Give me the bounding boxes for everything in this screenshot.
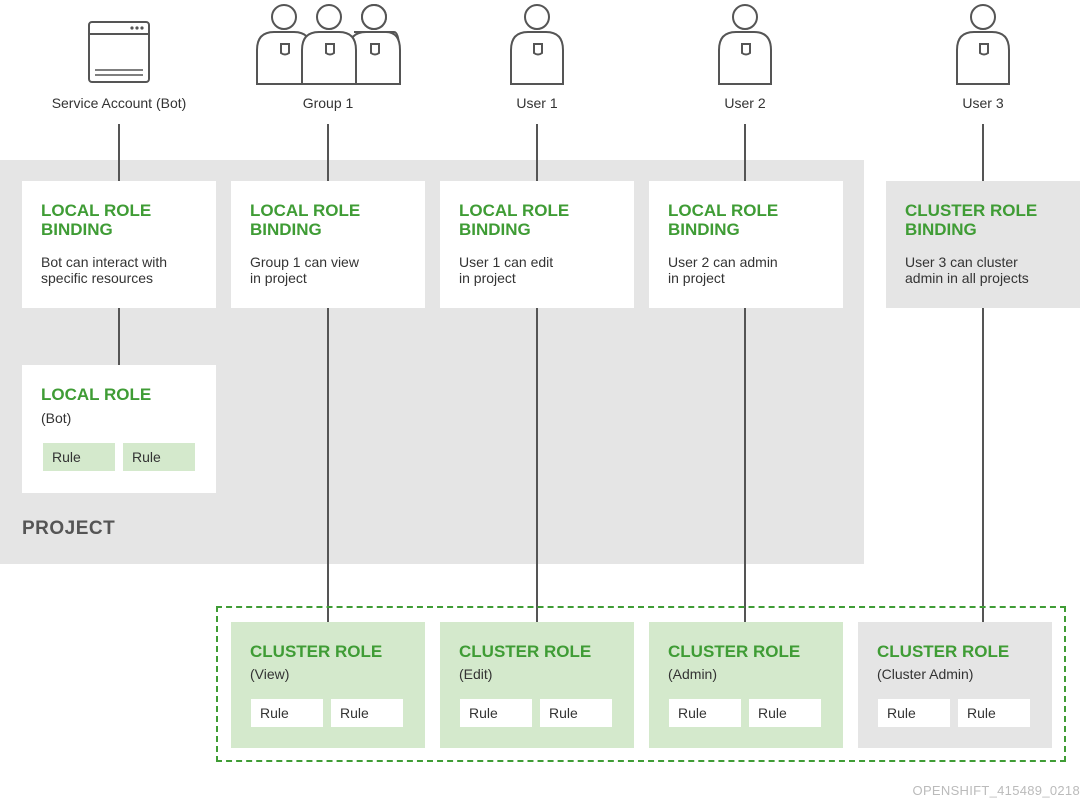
actor-label-user1: User 1 — [516, 95, 558, 111]
figure-id: OPENSHIFT_415489_0218 — [912, 783, 1080, 798]
connector-line — [118, 308, 120, 365]
binding-description: Group 1 can view in project — [250, 254, 359, 286]
rule: Rule — [123, 443, 195, 471]
actor-label-user2: User 2 — [724, 95, 766, 111]
cluster-roles-group — [216, 606, 1066, 762]
local-role-binding-user1: LOCAL ROLE BINDING User 1 can edit in pr… — [440, 181, 634, 308]
binding-title: LOCAL ROLE BINDING — [668, 201, 779, 239]
binding-description: User 2 can admin in project — [668, 254, 778, 286]
rule: Rule — [43, 443, 115, 471]
cluster-role-title: CLUSTER ROLE — [877, 642, 1010, 661]
local-role-binding-user2: LOCAL ROLE BINDING User 2 can admin in p… — [649, 181, 843, 308]
project-label: PROJECT — [22, 518, 116, 539]
connector-line — [327, 308, 329, 622]
connector-line — [982, 308, 984, 622]
connector-line — [536, 124, 538, 181]
rule: Rule — [460, 699, 532, 727]
browser-window-icon — [88, 21, 150, 83]
rule: Rule — [669, 699, 741, 727]
binding-title: CLUSTER ROLE BINDING — [905, 201, 1038, 239]
user-group-icon — [256, 4, 401, 85]
binding-title: LOCAL ROLE BINDING — [459, 201, 570, 239]
local-role-title: LOCAL ROLE — [41, 385, 152, 404]
actor-label-bot: Service Account (Bot) — [51, 95, 187, 111]
cluster-role-subtitle: (Cluster Admin) — [877, 666, 974, 682]
actor-label-group1: Group 1 — [302, 95, 354, 111]
connector-line — [744, 308, 746, 622]
local-role-binding-bot: LOCAL ROLE BINDING Bot can interact with… — [22, 181, 216, 308]
rule: Rule — [958, 699, 1030, 727]
connector-line — [118, 124, 120, 181]
binding-description: User 3 can cluster admin in all projects — [905, 254, 1029, 286]
cluster-role-title: CLUSTER ROLE — [668, 642, 801, 661]
cluster-role-title: CLUSTER ROLE — [250, 642, 383, 661]
cluster-role-title: CLUSTER ROLE — [459, 642, 592, 661]
cluster-role-edit: CLUSTER ROLE (Edit) Rule Rule — [440, 622, 634, 748]
cluster-role-subtitle: (View) — [250, 666, 290, 682]
binding-description: User 1 can edit in project — [459, 254, 554, 286]
rule: Rule — [540, 699, 612, 727]
binding-title: LOCAL ROLE BINDING — [41, 201, 152, 239]
cluster-role-view: CLUSTER ROLE (View) Rule Rule — [231, 622, 425, 748]
cluster-role-subtitle: (Edit) — [459, 666, 493, 682]
rule: Rule — [878, 699, 950, 727]
cluster-role-admin: CLUSTER ROLE (Admin) Rule Rule — [649, 622, 843, 748]
cluster-role-cluster-admin: CLUSTER ROLE (Cluster Admin) Rule Rule — [858, 622, 1052, 748]
cluster-role-subtitle: (Admin) — [668, 666, 718, 682]
rule: Rule — [331, 699, 403, 727]
rule: Rule — [251, 699, 323, 727]
connector-line — [744, 124, 746, 181]
local-role-binding-group1: LOCAL ROLE BINDING Group 1 can view in p… — [231, 181, 425, 308]
connector-line — [982, 124, 984, 181]
user-icon — [510, 4, 564, 85]
user-icon — [718, 4, 772, 85]
binding-description: Bot can interact with specific resources — [41, 254, 168, 286]
local-role-bot: LOCAL ROLE (Bot) Rule Rule — [22, 365, 216, 493]
actor-label-user3: User 3 — [962, 95, 1004, 111]
cluster-role-binding-user3: CLUSTER ROLE BINDING User 3 can cluster … — [886, 181, 1080, 308]
rule: Rule — [749, 699, 821, 727]
binding-title: LOCAL ROLE BINDING — [250, 201, 361, 239]
connector-line — [327, 124, 329, 181]
connector-line — [536, 308, 538, 622]
local-role-subtitle: (Bot) — [41, 410, 72, 426]
user-icon — [956, 4, 1010, 85]
